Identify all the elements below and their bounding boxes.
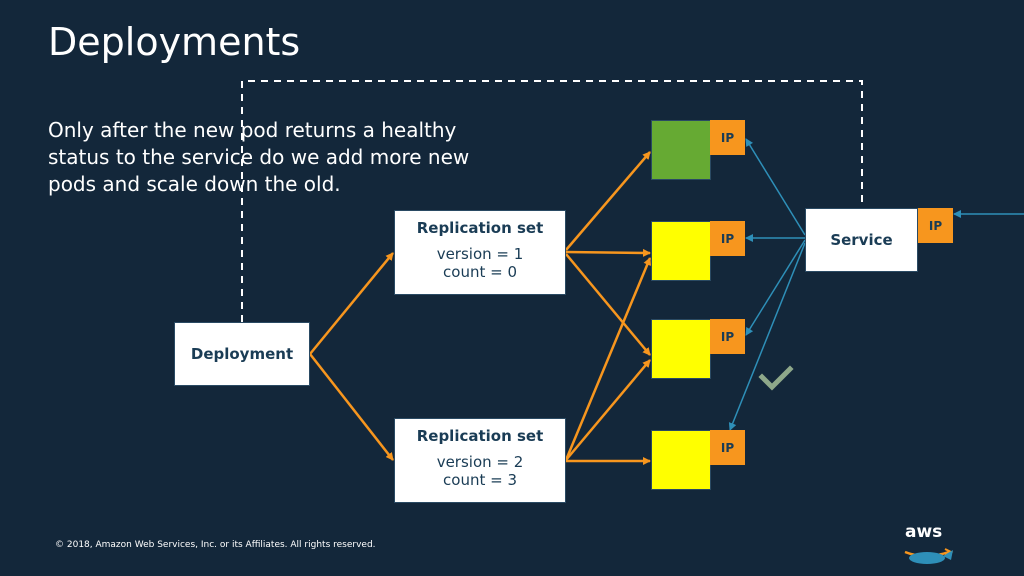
deployment-label: Deployment — [190, 345, 294, 363]
arrow-rs1-pod3 — [565, 253, 651, 356]
pod-1-ip: IP — [710, 120, 745, 155]
pod-4 — [651, 430, 711, 490]
arrow-rs2-pod3 — [565, 359, 651, 461]
pod-2-ip: IP — [710, 221, 745, 256]
rs2-label: Replication set — [416, 427, 544, 445]
arrow-rs1-pod1 — [565, 151, 651, 251]
arrow-service-ip3 — [745, 239, 806, 336]
arrow-service-ip4 — [728, 242, 806, 431]
rs2-count: count = 3 — [443, 471, 517, 489]
rs1-label: Replication set — [416, 219, 544, 237]
aws-whale-logo-icon — [904, 548, 954, 564]
rs1-version: version = 1 — [436, 245, 524, 263]
rs1-count: count = 0 — [443, 263, 517, 281]
arrow-service-ip1 — [745, 138, 806, 236]
deployment-box: Deployment — [174, 322, 310, 386]
pod-2 — [651, 221, 711, 281]
dashed-feedback-line — [241, 80, 863, 322]
pod-3-ip: IP — [710, 319, 745, 354]
copyright-footer: © 2018, Amazon Web Services, Inc. or its… — [55, 540, 376, 550]
pod-4-ip: IP — [710, 430, 745, 465]
arrow-deployment-rs1 — [309, 252, 394, 355]
service-label: Service — [830, 231, 893, 249]
arrow-rs1-pod2 — [565, 248, 651, 257]
arrow-rs2-pod2 — [564, 257, 652, 461]
replication-set-2: Replication set version = 2 count = 3 — [394, 418, 566, 503]
aws-logo-text: aws — [905, 522, 943, 542]
service-ip: IP — [918, 208, 953, 243]
page-title: Deployments — [48, 20, 301, 64]
body-text: Only after the new pod returns a healthy… — [48, 118, 470, 196]
checkmark-icon — [758, 365, 794, 391]
rs2-version: version = 2 — [436, 453, 524, 471]
replication-set-1: Replication set version = 1 count = 0 — [394, 210, 566, 295]
service-box: Service — [805, 208, 918, 272]
pod-1 — [651, 120, 711, 180]
arrow-deployment-rs2 — [309, 353, 394, 461]
pod-3 — [651, 319, 711, 379]
